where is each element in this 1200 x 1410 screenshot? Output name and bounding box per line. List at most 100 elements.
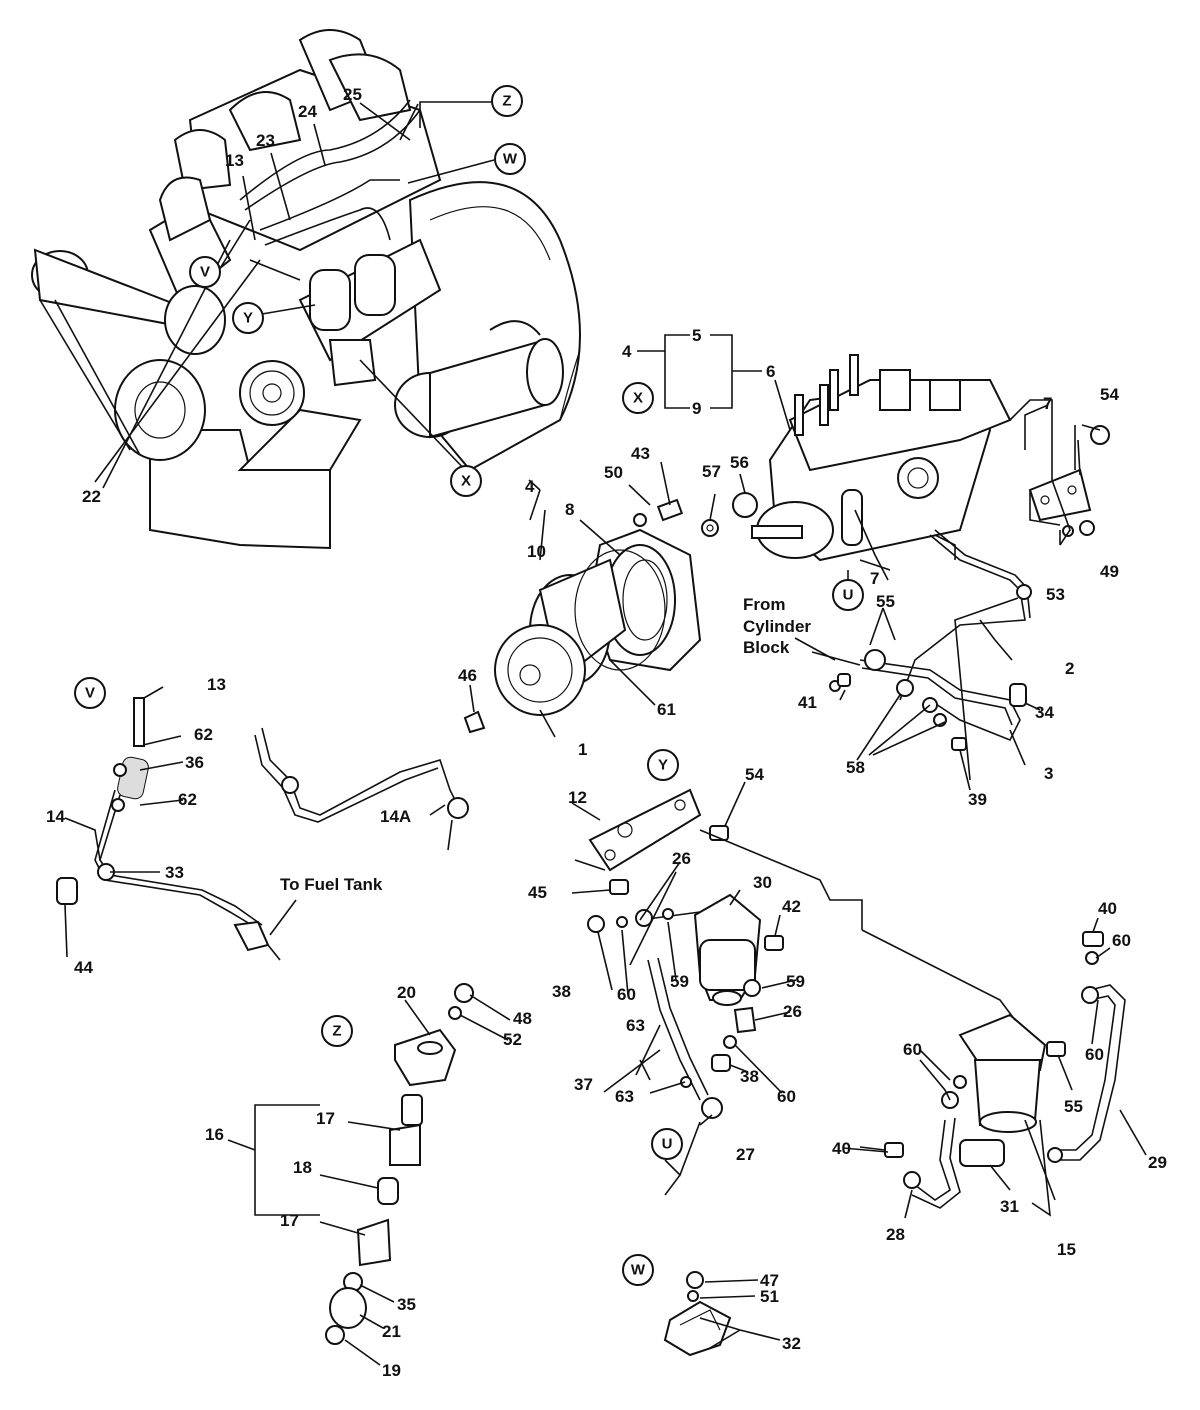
part-label: 52 — [503, 1030, 522, 1049]
callout-letter: Y — [658, 757, 668, 774]
callout-letter: X — [461, 473, 471, 490]
callout-letter: U — [662, 1136, 673, 1153]
part-label: 9 — [692, 399, 701, 418]
callout-letter: W — [631, 1262, 646, 1279]
part-label: 25 — [343, 85, 362, 104]
part-label: 39 — [968, 790, 987, 809]
part-label: 35 — [397, 1295, 416, 1314]
part-label: 13 — [207, 675, 226, 694]
callout-circle — [622, 1254, 654, 1286]
callout-letter: Z — [332, 1023, 341, 1040]
part-label: 34 — [1035, 703, 1054, 722]
part-label: 60 — [903, 1040, 922, 1059]
callout-letter: Z — [502, 93, 511, 110]
part-label: 45 — [528, 883, 547, 902]
part-label: 36 — [185, 753, 204, 772]
part-label: 60 — [777, 1087, 796, 1106]
part-label: 28 — [886, 1225, 905, 1244]
fuel-filter-30 — [587, 893, 784, 1119]
callout-circle — [494, 143, 526, 175]
part-label: 29 — [1148, 1153, 1167, 1172]
part-label: 19 — [382, 1361, 401, 1380]
part-label: 32 — [782, 1334, 801, 1353]
bracket-12 — [574, 788, 729, 895]
part-label: 20 — [397, 983, 416, 1002]
part-label: 54 — [1100, 385, 1119, 404]
part-label: 44 — [74, 958, 93, 977]
part-label: 50 — [604, 463, 623, 482]
part-label: 17 — [316, 1109, 335, 1128]
callout-letter: U — [843, 587, 854, 604]
callout-circle — [651, 1128, 683, 1160]
pump-fasteners — [633, 425, 1110, 537]
part-label: 27 — [736, 1145, 755, 1164]
part-label: 18 — [293, 1158, 312, 1177]
part-label: 55 — [1064, 1097, 1083, 1116]
callout-circle — [622, 382, 654, 414]
part-label: 7 — [1043, 394, 1052, 413]
callout-letter: W — [503, 151, 518, 168]
part-label: 63 — [626, 1016, 645, 1035]
note-from-cylinder-block-3: Block — [743, 638, 790, 657]
callout-circle — [74, 677, 106, 709]
part-label: 38 — [740, 1067, 759, 1086]
part-label: 24 — [298, 102, 317, 121]
callout-letter: X — [633, 390, 643, 407]
part-label: 30 — [753, 873, 772, 892]
fuel-lines-2-3 — [829, 529, 1032, 751]
part-label: 60 — [1112, 931, 1131, 950]
part-label: 17 — [280, 1211, 299, 1230]
callout-letter: V — [200, 264, 210, 281]
part-label: 62 — [178, 790, 197, 809]
part-label: 38 — [552, 982, 571, 1001]
callout-circle — [491, 85, 523, 117]
part-label: 22 — [82, 487, 101, 506]
part-label: 61 — [657, 700, 676, 719]
part-label: 56 — [730, 453, 749, 472]
part-label: 14A — [380, 807, 411, 826]
part-label: 26 — [783, 1002, 802, 1021]
z-detail-parts — [325, 983, 474, 1345]
part-label: 51 — [760, 1287, 779, 1306]
part-label: 23 — [256, 131, 275, 150]
injection-pump-detail — [751, 354, 1012, 562]
part-label: 4 — [622, 342, 632, 361]
part-label: 2 — [1065, 659, 1074, 678]
part-label: 42 — [782, 897, 801, 916]
w-detail-parts — [663, 1271, 732, 1357]
part-label: 60 — [1085, 1045, 1104, 1064]
part-label: 46 — [458, 666, 477, 685]
part-label: 15 — [1057, 1240, 1076, 1259]
part-label: 31 — [1000, 1197, 1019, 1216]
part-label: 37 — [574, 1075, 593, 1094]
leader-lines — [64, 101, 1147, 1366]
callout-letter: Y — [243, 310, 253, 327]
part-label: 1 — [578, 740, 587, 759]
part-label: 10 — [527, 542, 546, 561]
drive-gear-housing — [463, 528, 702, 734]
part-label: 5 — [692, 326, 701, 345]
part-label: 54 — [745, 765, 764, 784]
part-label: 12 — [568, 788, 587, 807]
part-label: 58 — [846, 758, 865, 777]
diagram-notes: From Cylinder Block To Fuel Tank — [280, 595, 811, 894]
callout-circle — [832, 579, 864, 611]
part-label: 3 — [1044, 764, 1053, 783]
part-label: 43 — [631, 444, 650, 463]
callout-circle — [321, 1015, 353, 1047]
callout-circle — [189, 256, 221, 288]
part-label: 4 — [525, 477, 535, 496]
part-label: 57 — [702, 462, 721, 481]
note-from-cylinder-block-1: From — [743, 595, 786, 614]
part-label: 49 — [1100, 562, 1119, 581]
part-label: 59 — [786, 972, 805, 991]
callout-circles: Z W V Y X X U V Y Z U W — [74, 85, 864, 1286]
part-label: 40 — [832, 1139, 851, 1158]
part-label: 40 — [1098, 899, 1117, 918]
callout-circle — [647, 749, 679, 781]
part-label: 33 — [165, 863, 184, 882]
bracket-7 — [1028, 425, 1092, 545]
fuel-filter-15 — [884, 931, 1126, 1209]
part-label: 14 — [46, 807, 65, 826]
part-label: 48 — [513, 1009, 532, 1028]
